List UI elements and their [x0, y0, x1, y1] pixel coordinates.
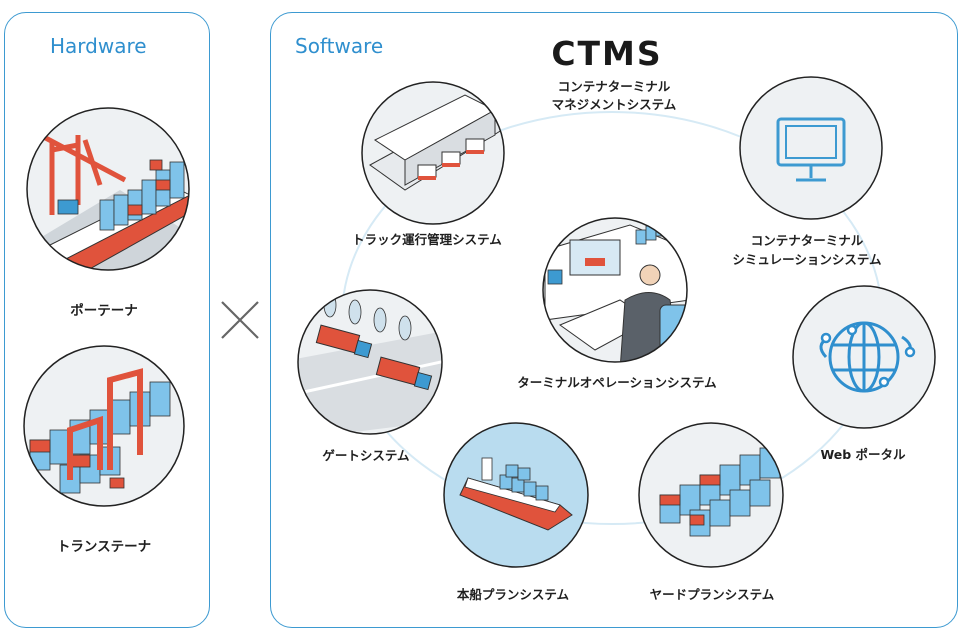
monitor-icon [739, 76, 883, 220]
container-yard-icon [638, 422, 784, 568]
yard-plan-system-label: ヤードプランシステム [649, 587, 775, 602]
web-portal-label: Web ポータル [820, 447, 906, 462]
ctms-title: CTMS [551, 34, 663, 73]
ctms-subtitle-line2: マネジメントシステム [551, 97, 677, 112]
simulation-label-line2: シミュレーションシステム [732, 252, 882, 267]
hardware-panel [4, 12, 210, 628]
ship-to-shore-crane-icon [26, 107, 190, 271]
truck-system-label: トラック運行管理システム [352, 232, 502, 247]
operation-system-label: ターミナルオペレーションシステム [517, 375, 717, 390]
operator-console-icon [542, 217, 688, 363]
hardware-item-label-2: トランステーナ [57, 539, 151, 555]
software-panel [270, 12, 958, 628]
hardware-title: Hardware [50, 34, 147, 58]
gate-system-label: ゲートシステム [322, 448, 410, 463]
simulation-label-line1: コンテナターミナル [750, 233, 864, 248]
simulation-system-label: コンテナターミナル シミュレーションシステム [732, 231, 881, 269]
hardware-item-label-1: ポーテーナ [70, 302, 138, 319]
cross-icon [221, 301, 259, 339]
ctms-subtitle-line1: コンテナターミナル [557, 79, 671, 94]
gantry-crane-icon [23, 345, 185, 507]
truck-warehouse-icon [361, 81, 505, 225]
globe-network-icon [792, 285, 936, 429]
gate-trucks-icon [297, 289, 443, 435]
container-ship-icon [443, 422, 589, 568]
software-title: Software [295, 34, 384, 58]
ctms-subtitle: コンテナターミナル マネジメントシステム [552, 78, 677, 114]
vessel-plan-system-label: 本船プランシステム [456, 587, 570, 602]
